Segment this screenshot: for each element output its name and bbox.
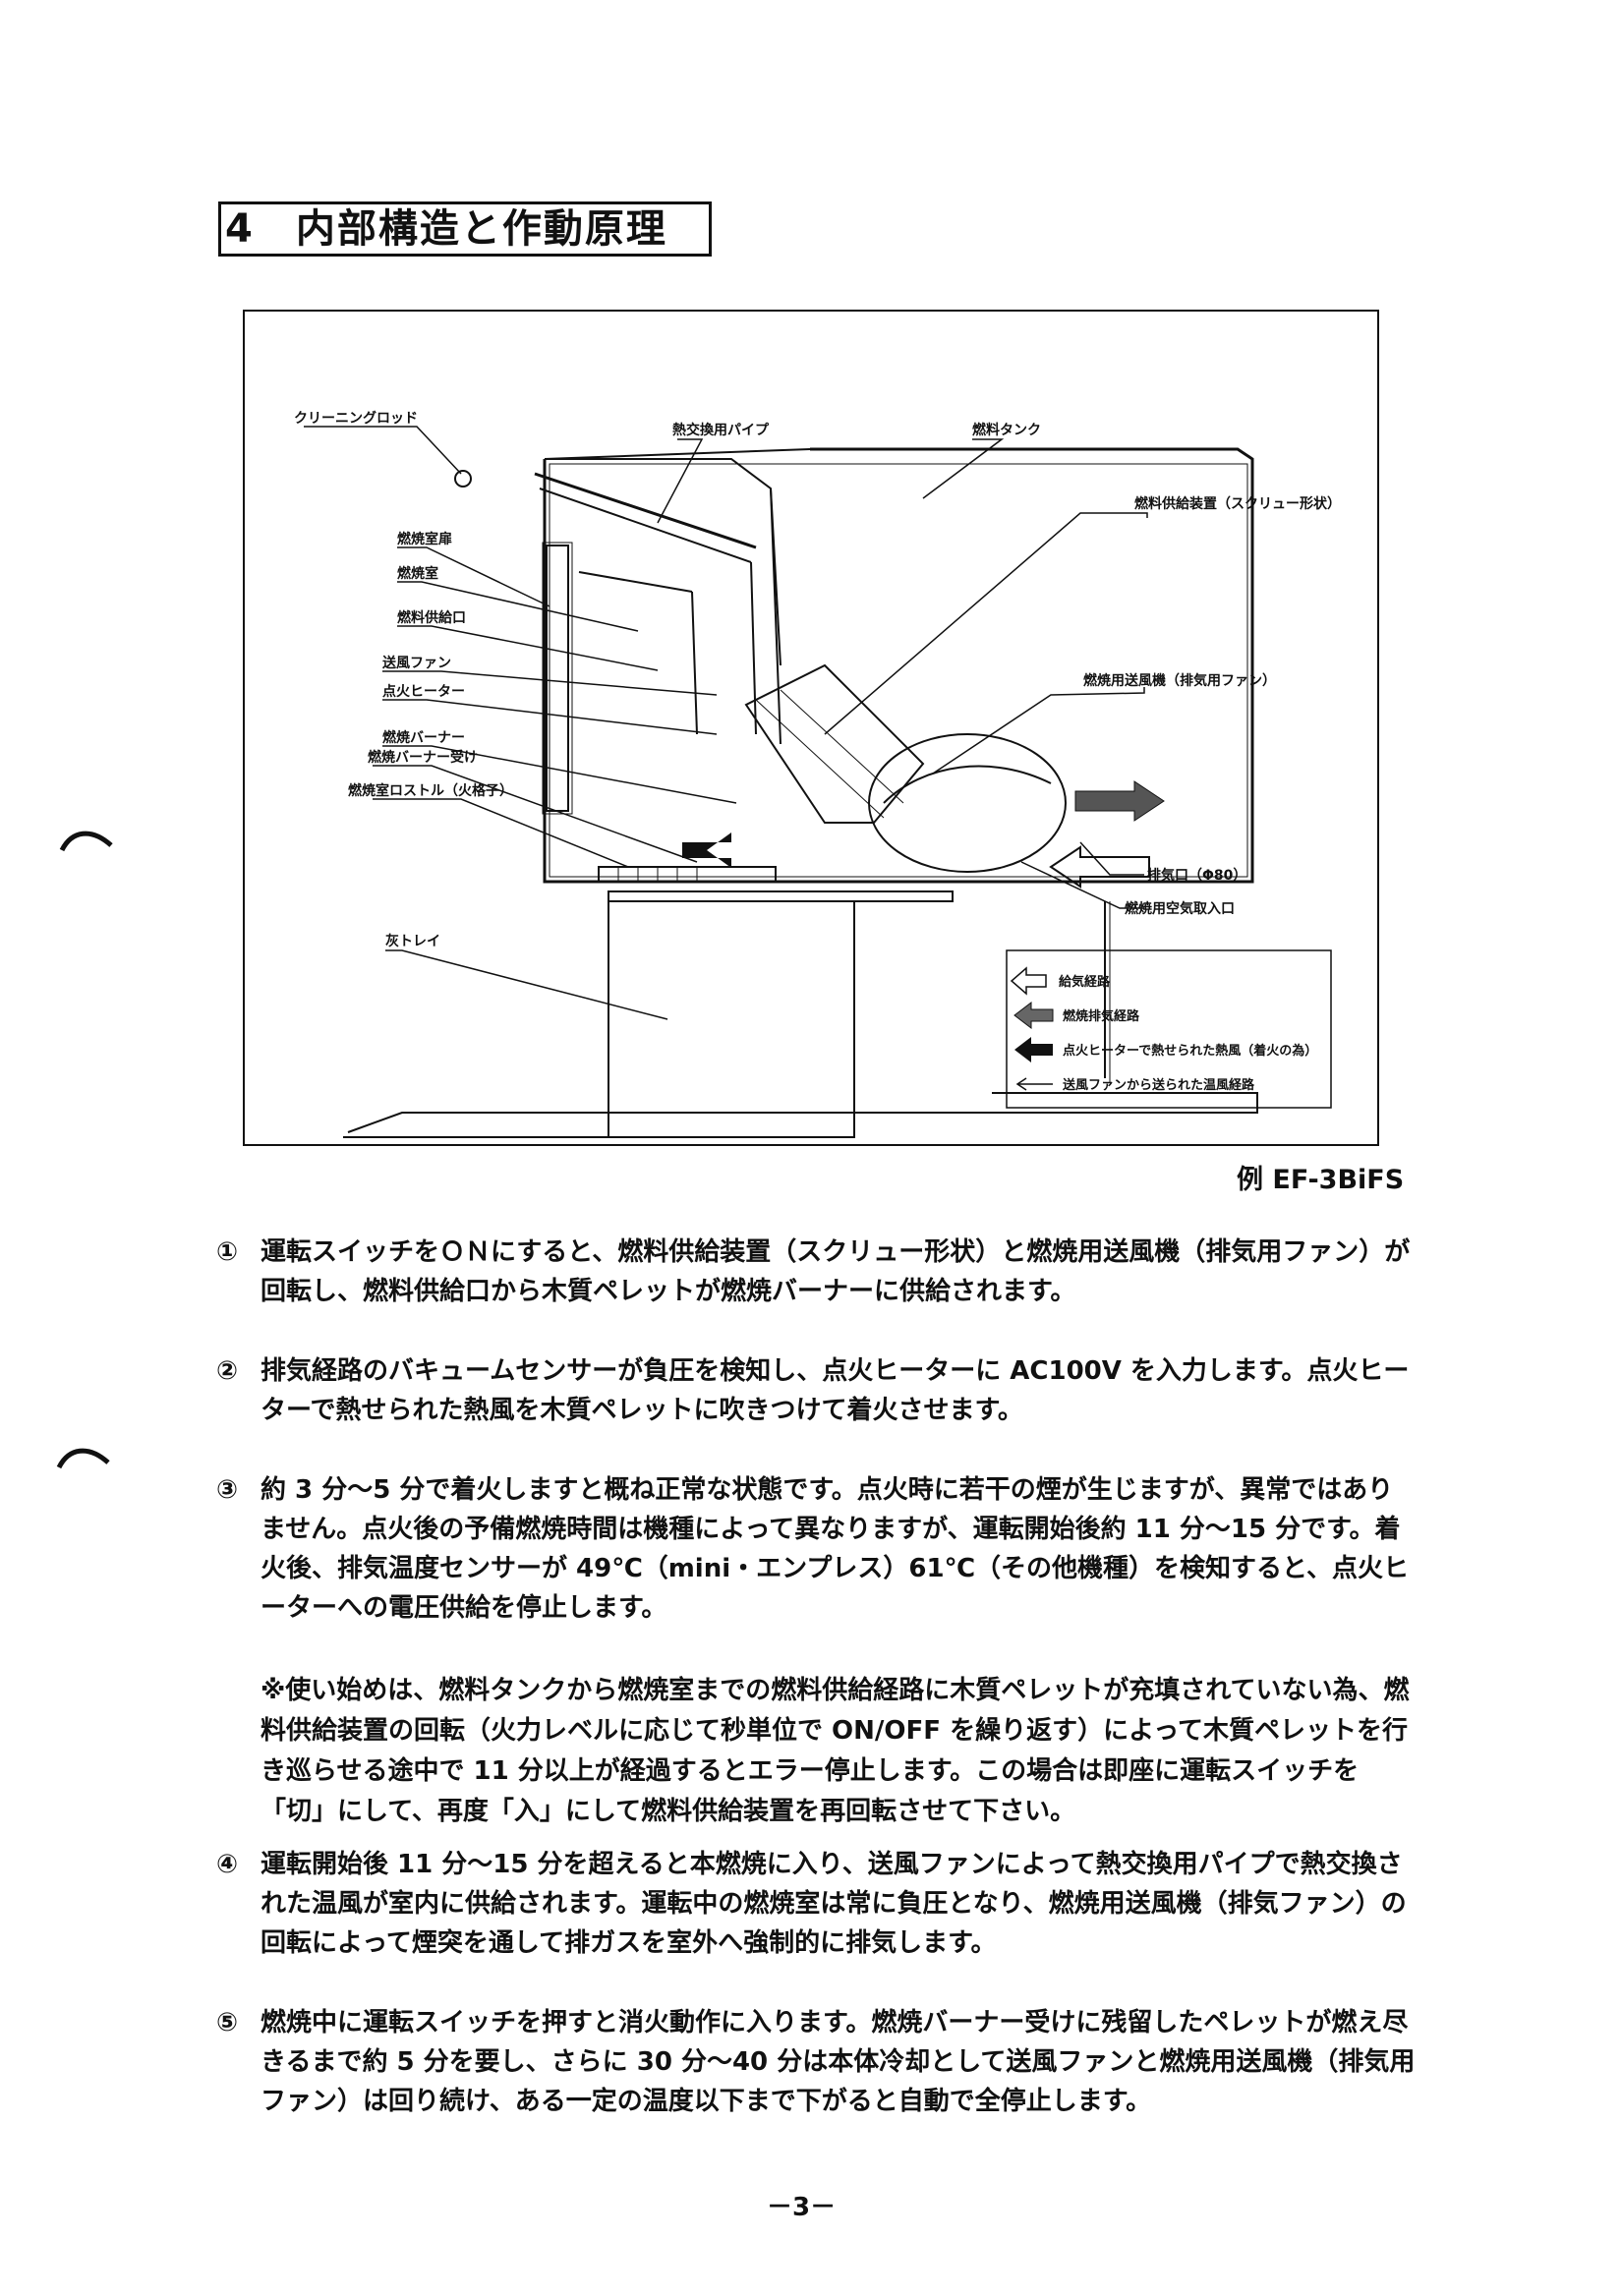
label-burner-receiver: 燃焼バーナー受け <box>368 749 478 766</box>
stove-body-outline <box>543 447 1254 884</box>
fuel-feeder <box>744 663 925 824</box>
list-item: ① 運転スイッチをＯＮにすると、燃料供給装置（スクリュー形状）と燃焼用送風機（排… <box>216 1233 1416 1311</box>
label-cleaning-rod: クリーニングロッド <box>294 410 418 427</box>
label-fuel-supply-port: 燃料供給口 <box>397 609 466 626</box>
label-combustion-blower: 燃焼用送風機（排気用ファン） <box>1083 672 1276 689</box>
ash-tray <box>608 900 855 1138</box>
label-burner: 燃焼バーナー <box>382 729 465 746</box>
label-grate: 燃焼室ロストル（火格子） <box>348 782 513 799</box>
scan-mark <box>56 1448 110 1469</box>
label-blower-fan: 送風ファン <box>381 655 451 671</box>
item-number: ③ <box>216 1475 239 1505</box>
list-item: ⑤ 燃焼中に運転スイッチを押すと消火動作に入ります。燃焼バーナー受けに残留したペ… <box>216 2003 1416 2121</box>
label-exhaust-port: 排気口（Φ80） <box>1147 867 1246 884</box>
legend-intake-arrow-icon <box>1010 966 1047 996</box>
label-ash-tray: 灰トレイ <box>385 933 440 949</box>
scan-mark <box>59 831 113 852</box>
legend-intake: 給気経路 <box>1059 974 1111 990</box>
model-caption: 例 EF-3BiFS <box>1237 1165 1405 1195</box>
intake-arrow <box>1049 845 1150 889</box>
item-text: 排気経路のバキュームセンサーが負圧を検知し、点火ヒーターに AC100V を入力… <box>261 1356 1410 1425</box>
item-number: ① <box>216 1237 239 1267</box>
legend-hot-air: 点火ヒーターで熱せられた熱風（着火の為） <box>1063 1043 1317 1059</box>
exhaust-arrow <box>1074 780 1165 822</box>
page-number: －3－ <box>767 2193 837 2222</box>
item-number: ⑤ <box>216 2008 239 2038</box>
list-item: ④ 運転開始後 11 分～15 分を超えると本燃焼に入り、送風ファンによって熱交… <box>216 1845 1416 1963</box>
usage-note: ※使い始めは、燃料タンクから燃焼室までの燃料供給経路に木質ペレットが充填されてい… <box>261 1676 1410 1826</box>
list-item: ② 排気経路のバキュームセンサーが負圧を検知し、点火ヒーターに AC100V を… <box>216 1351 1416 1430</box>
item-number: ④ <box>216 1850 239 1879</box>
item-text: 燃焼中に運転スイッチを押すと消火動作に入ります。燃焼バーナー受けに残留したペレッ… <box>261 2008 1416 2116</box>
stove-cross-section: クリーニングロッド 熱交換用パイプ 燃料タンク 燃料供給装置（スクリュー形状） … <box>294 410 1341 1138</box>
label-fuel-feeder: 燃料供給装置（スクリュー形状） <box>1134 495 1341 512</box>
item-text: 約 3 分～5 分で着火しますと概ね正常な状態です。点火時に若干の煙が生じますが… <box>261 1475 1409 1623</box>
label-combustion-air-intake: 燃焼用空気取入口 <box>1125 900 1235 917</box>
item-number: ② <box>216 1356 239 1386</box>
list-item: ③ 約 3 分～5 分で着火しますと概ね正常な状態です。点火時に若干の煙が生じま… <box>216 1470 1416 1628</box>
legend-warm-air: 送風ファンから送られた温風経路 <box>1062 1077 1255 1093</box>
label-fuel-tank: 燃料タンク <box>972 422 1041 438</box>
label-combustion-window: 燃焼室扉 <box>397 531 452 547</box>
diagram-legend: 給気経路 燃焼排気経路 点火ヒーターで熱せられた熱風（着火の為） 送風ファンから… <box>1006 949 1332 1109</box>
stove-diagram: クリーニングロッド 熱交換用パイプ 燃料タンク 燃料供給装置（スクリュー形状） … <box>243 310 1379 1146</box>
section-title: 4 内部構造と作動原理 <box>218 201 712 257</box>
item-text: 運転スイッチをＯＮにすると、燃料供給装置（スクリュー形状）と燃焼用送風機（排気用… <box>261 1237 1411 1306</box>
heat-exchange-pipe <box>534 472 757 549</box>
grate <box>598 866 777 883</box>
item-text: 運転開始後 11 分～15 分を超えると本燃焼に入り、送風ファンによって熱交換用… <box>261 1850 1407 1958</box>
legend-warm-air-arrow-icon <box>1015 1077 1027 1091</box>
cleaning-rod <box>454 470 472 488</box>
label-heat-exchange-pipe: 熱交換用パイプ <box>672 422 770 438</box>
label-combustion-chamber: 燃焼室 <box>397 565 438 582</box>
legend-exhaust-arrow-icon <box>1013 1001 1054 1030</box>
legend-hot-air-arrow-icon <box>1014 1037 1053 1062</box>
label-igniter-heater: 点火ヒーター <box>382 683 465 700</box>
legend-exhaust: 燃焼排気経路 <box>1063 1008 1140 1024</box>
hot-air-arrow <box>682 832 731 868</box>
combustion-blower <box>868 733 1067 873</box>
